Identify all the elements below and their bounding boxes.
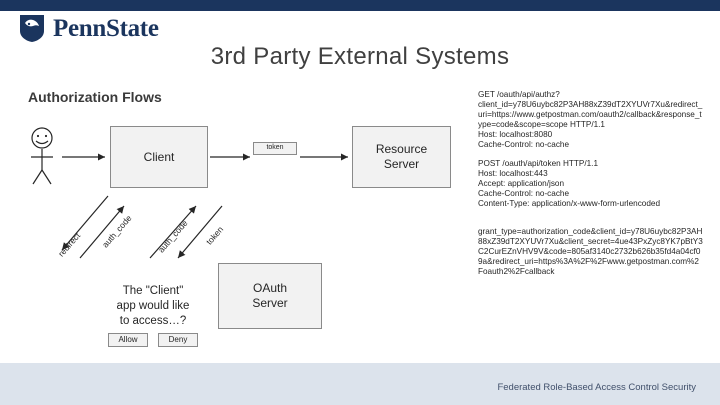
- code-block-authorize-request: GET /oauth/api/authz?client_id=y78U6uybc…: [478, 90, 703, 149]
- client-app-consent: The "Client" app would like to access…? …: [101, 284, 205, 348]
- resource-server-box[interactable]: Resource Server: [352, 126, 451, 188]
- client-box[interactable]: Client: [110, 126, 208, 188]
- arrow-label-auth-code-2: auth_code: [156, 218, 190, 255]
- client-app-caption: The "Client" app would like to access…?: [116, 285, 190, 327]
- footer-text: Federated Role-Based Access Control Secu…: [497, 382, 696, 393]
- arrow-label-token: token: [204, 224, 226, 247]
- code-block-token-body: grant_type=authorization_code&client_id=…: [478, 227, 703, 276]
- penn-state-logo: PennState: [18, 11, 218, 45]
- brand-name: PennState: [53, 14, 159, 42]
- code-block-token-request: POST /oauth/api/token HTTP/1.1 Host: loc…: [478, 159, 661, 208]
- allow-button[interactable]: Allow: [108, 332, 148, 348]
- consent-buttons: Allow Deny: [101, 332, 205, 348]
- footer-band: [0, 363, 720, 405]
- arrow-label-redirect: redirect: [56, 230, 83, 259]
- page-title: 3rd Party External Systems: [210, 43, 510, 70]
- token-label: token: [253, 142, 297, 155]
- penn-state-shield-icon: [18, 13, 46, 43]
- oauth-server-box[interactable]: OAuth Server: [218, 263, 322, 329]
- stick-figure-user-icon: [28, 126, 74, 188]
- deny-button[interactable]: Deny: [158, 332, 198, 348]
- top-navy-bar: [0, 0, 720, 11]
- http-request-examples: GET /oauth/api/authz?client_id=y78U6uybc…: [478, 90, 703, 286]
- arrow-label-auth-code-1: auth_code: [100, 213, 134, 250]
- section-heading: Authorization Flows: [28, 89, 162, 105]
